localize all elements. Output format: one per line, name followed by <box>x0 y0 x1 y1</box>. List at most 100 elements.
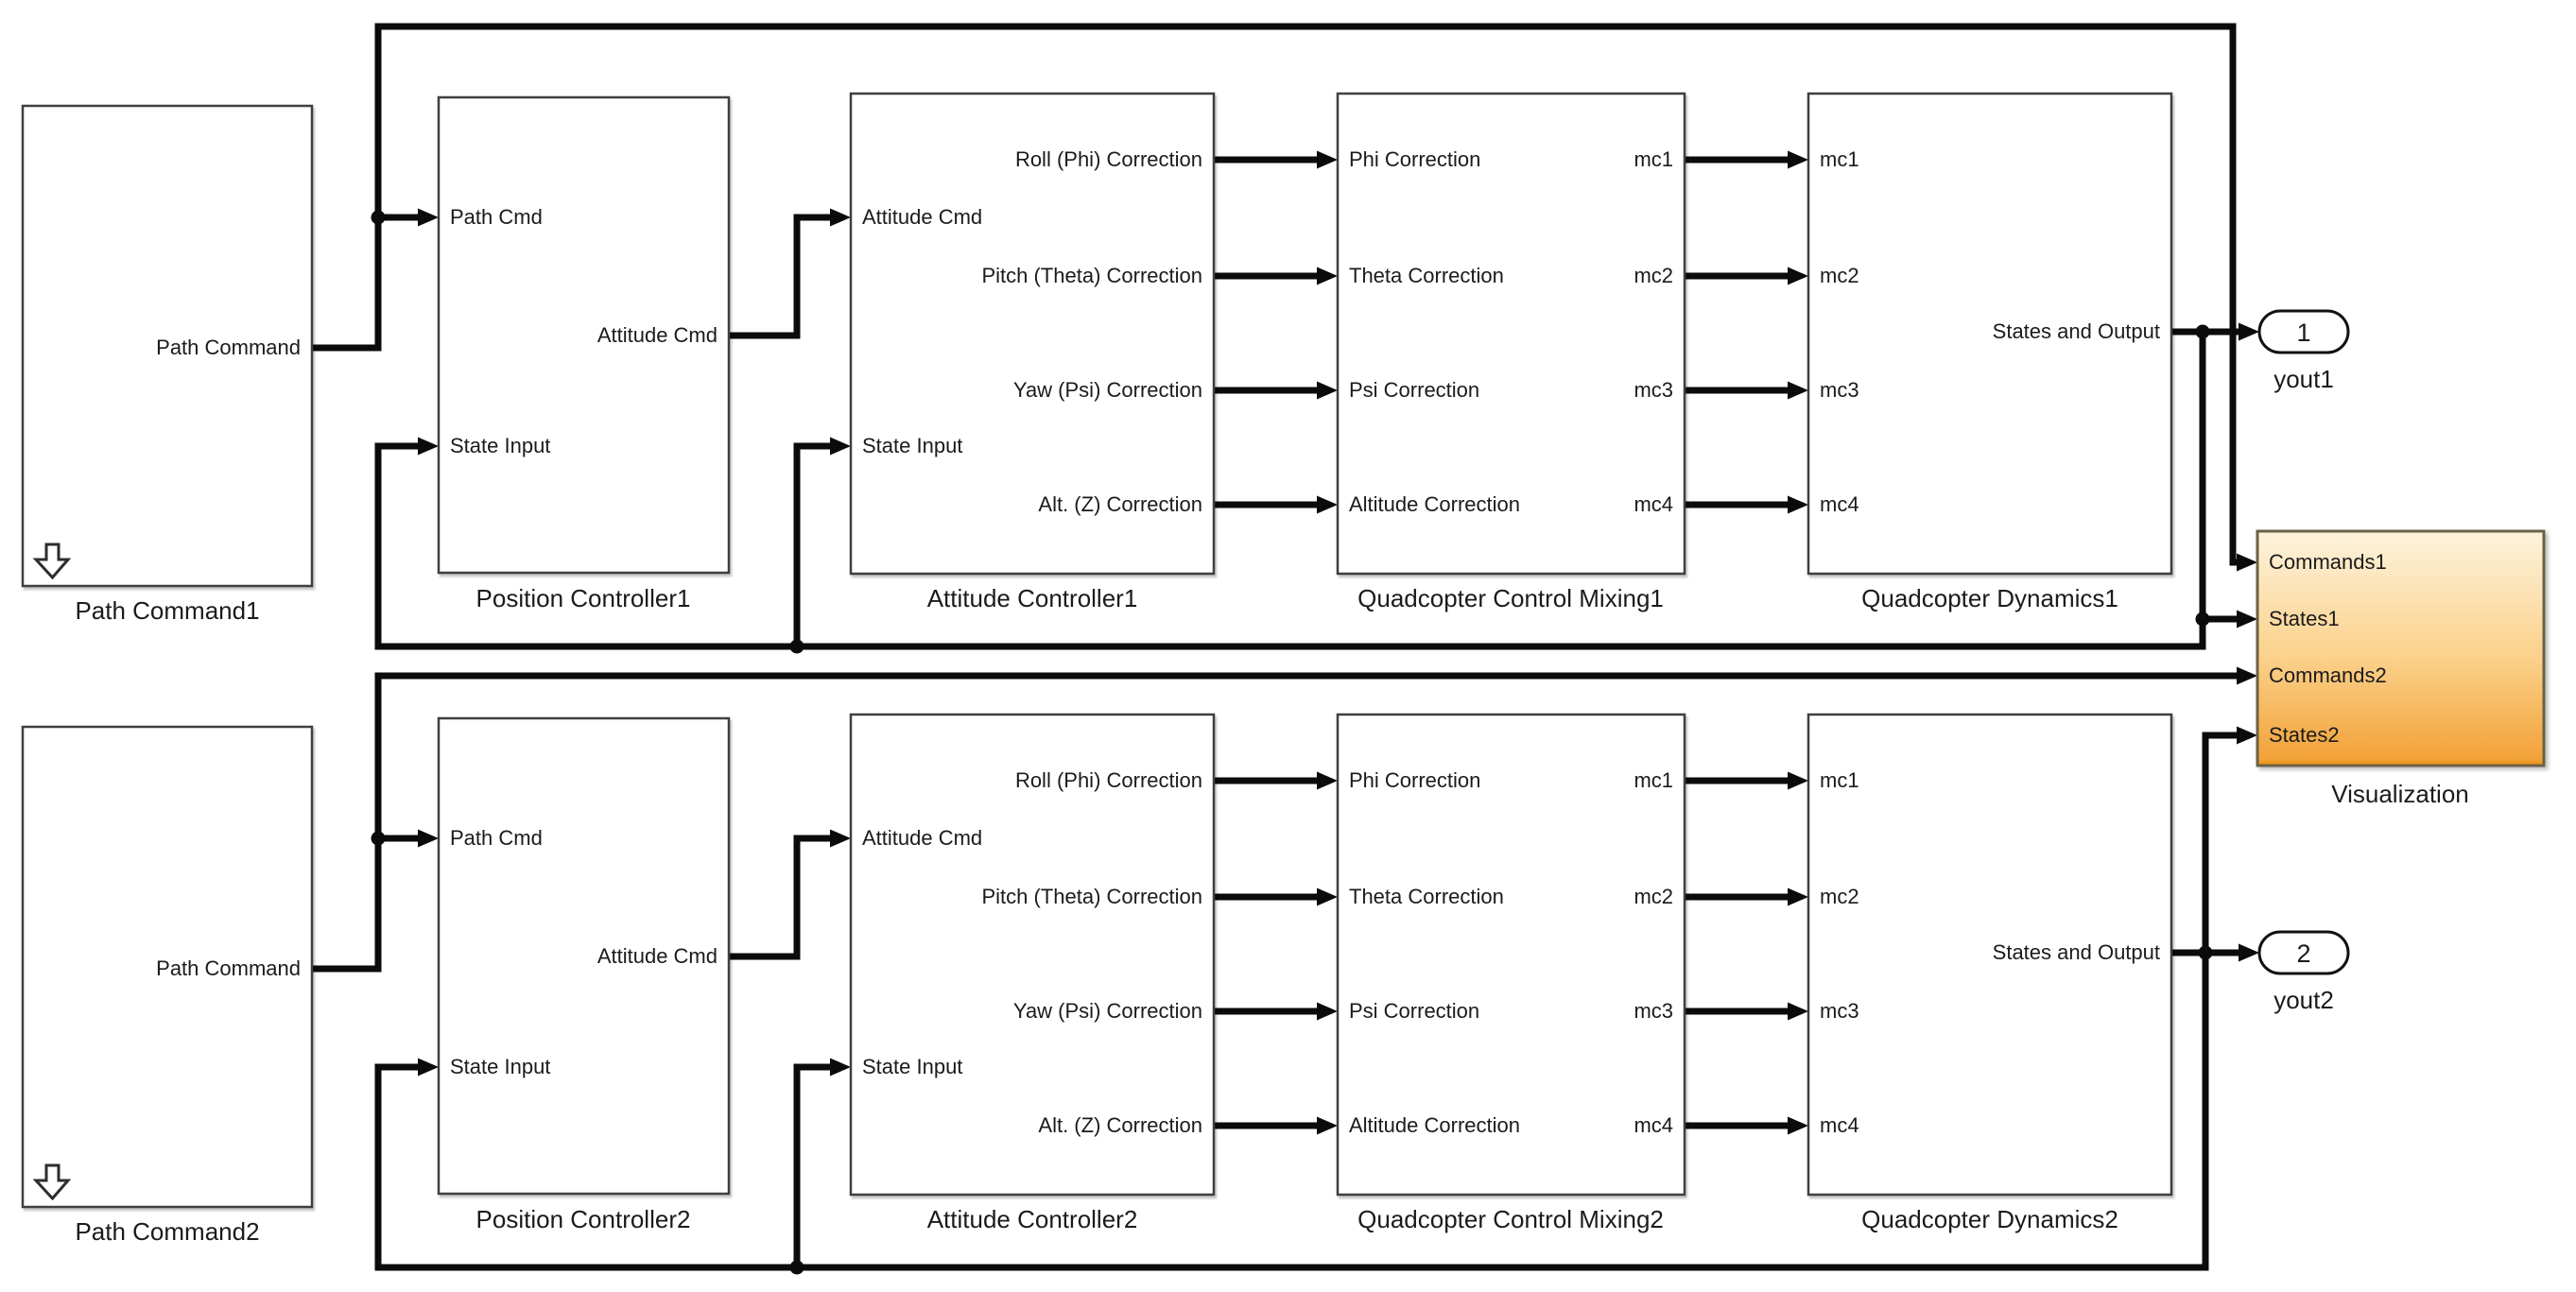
outport-number: 2 <box>2296 939 2310 968</box>
wire-arrowhead-icon <box>1788 887 1808 906</box>
wire-arrowhead-icon <box>1788 495 1808 514</box>
port-label-mc2-in: mc2 <box>1820 885 1859 908</box>
block-dynamics2[interactable] <box>1807 713 2173 1197</box>
port-label-alt-correction: Alt. (Z) Correction <box>1038 492 1202 516</box>
wire-states2-to-viz[interactable] <box>2202 732 2239 953</box>
wire-states2-feedback[interactable] <box>374 953 2209 1271</box>
port-label-alt-correction: Alt. (Z) Correction <box>1038 1113 1202 1137</box>
wire-arrowhead-icon <box>1788 1002 1808 1021</box>
wire-path-command1-net[interactable] <box>312 23 2239 566</box>
wire-states2-to-attitude-controller[interactable] <box>793 1063 832 1267</box>
wire-attitude-cmd1[interactable] <box>729 214 832 339</box>
block-control-mixing2[interactable] <box>1336 713 1686 1197</box>
port-label-psi-correction: Psi Correction <box>1349 999 1479 1023</box>
wire-junction-dot <box>2198 945 2213 960</box>
outport-name-yout2: yout2 <box>2273 986 2334 1014</box>
wire-arrowhead-icon <box>418 208 439 227</box>
wire-arrowhead-icon <box>418 437 439 456</box>
wire-arrowhead-icon <box>2237 666 2257 685</box>
block-control-mixing1[interactable] <box>1336 92 1686 576</box>
wire-states1-to-attitude-controller[interactable] <box>793 442 832 646</box>
wire-arrowhead-icon <box>1788 267 1808 285</box>
block-path-command1[interactable] <box>21 104 314 588</box>
block-name-attitude-controller2: Attitude Controller2 <box>927 1205 1138 1233</box>
wire-junction-dot <box>789 1260 804 1275</box>
block-position-controller2[interactable] <box>437 716 731 1196</box>
port-label-mc1-out: mc1 <box>1634 147 1673 171</box>
port-label-altitude-correction: Altitude Correction <box>1349 492 1520 516</box>
block-name-position-controller1: Position Controller1 <box>476 584 691 612</box>
port-label-mc3-out: mc3 <box>1634 999 1673 1023</box>
block-attitude-controller1[interactable] <box>849 92 1216 576</box>
wire-arrowhead-icon <box>830 208 851 227</box>
wire-states1-feedback[interactable] <box>374 332 2206 650</box>
wire-arrowhead-icon <box>1317 771 1338 790</box>
port-label-states1: States1 <box>2269 607 2340 630</box>
block-name-path-command2: Path Command2 <box>75 1217 259 1246</box>
port-label-mc2-in: mc2 <box>1820 264 1859 287</box>
block-name-visualization: Visualization <box>2331 780 2469 808</box>
outport-name-yout1: yout1 <box>2273 365 2334 393</box>
wire-arrowhead-icon <box>1788 771 1808 790</box>
port-label-mc3-in: mc3 <box>1820 378 1859 402</box>
port-label-state-input: State Input <box>450 434 550 457</box>
wire-arrowhead-icon <box>830 1058 851 1077</box>
block-name-position-controller2: Position Controller2 <box>476 1205 691 1233</box>
port-label-commands2: Commands2 <box>2269 663 2387 687</box>
outport-yout1[interactable] <box>2257 309 2350 354</box>
port-label-path-cmd-in: Path Cmd <box>450 826 543 850</box>
port-label-phi-correction: Phi Correction <box>1349 768 1480 792</box>
port-label-path-cmd-in: Path Cmd <box>450 205 543 229</box>
wire-arrowhead-icon <box>1317 1002 1338 1021</box>
wire-arrowhead-icon <box>2237 610 2257 629</box>
port-label-mc4-out: mc4 <box>1634 1113 1673 1137</box>
block-name-dynamics1: Quadcopter Dynamics1 <box>1861 584 2118 612</box>
port-label-state-input: State Input <box>450 1055 550 1078</box>
block-visualization[interactable] <box>2256 529 2546 767</box>
port-label-state-input: State Input <box>862 1055 962 1078</box>
wire-arrowhead-icon <box>1317 381 1338 400</box>
port-label-path-command-out: Path Command <box>156 336 301 359</box>
port-label-mc3-out: mc3 <box>1634 378 1673 402</box>
block-dynamics1[interactable] <box>1807 92 2173 576</box>
port-label-mc1-out: mc1 <box>1634 768 1673 792</box>
port-label-attitude-cmd-in: Attitude Cmd <box>862 205 982 229</box>
block-name-path-command1: Path Command1 <box>75 596 259 625</box>
wire-arrowhead-icon <box>418 829 439 848</box>
outport-yout2[interactable] <box>2257 930 2350 975</box>
port-label-attitude-cmd-out: Attitude Cmd <box>597 323 717 347</box>
wire-path-command2-net[interactable] <box>312 672 2239 973</box>
port-label-mc2-out: mc2 <box>1634 885 1673 908</box>
wire-junction-dot <box>371 210 386 225</box>
wire-arrowhead-icon <box>1788 381 1808 400</box>
port-label-theta-correction: Theta Correction <box>1349 264 1504 287</box>
port-label-mc3-in: mc3 <box>1820 999 1859 1023</box>
wire-arrowhead-icon <box>2239 943 2259 962</box>
wire-arrowhead-icon <box>1788 150 1808 169</box>
wire-junction-dot <box>371 831 386 846</box>
block-name-attitude-controller1: Attitude Controller1 <box>927 584 1138 612</box>
port-label-states2: States2 <box>2269 723 2340 747</box>
wire-arrowhead-icon <box>1317 495 1338 514</box>
port-label-roll-correction: Roll (Phi) Correction <box>1015 768 1202 792</box>
port-label-yaw-correction: Yaw (Psi) Correction <box>1013 999 1202 1023</box>
wire-junction-dot <box>2195 324 2210 339</box>
wire-arrowhead-icon <box>830 437 851 456</box>
outport-number: 1 <box>2296 319 2310 347</box>
port-label-mc1-in: mc1 <box>1820 768 1859 792</box>
wire-arrowhead-icon <box>1317 1116 1338 1135</box>
block-name-control-mixing1: Quadcopter Control Mixing1 <box>1357 584 1664 612</box>
port-label-mc4-out: mc4 <box>1634 492 1673 516</box>
port-label-state-input: State Input <box>862 434 962 457</box>
port-label-mc2-out: mc2 <box>1634 264 1673 287</box>
block-position-controller1[interactable] <box>437 95 731 575</box>
block-name-control-mixing2: Quadcopter Control Mixing2 <box>1357 1205 1664 1233</box>
block-attitude-controller2[interactable] <box>849 713 1216 1197</box>
block-path-command2[interactable] <box>21 725 314 1209</box>
wire-arrowhead-icon <box>2237 553 2257 572</box>
wire-attitude-cmd2[interactable] <box>729 835 832 960</box>
port-label-roll-correction: Roll (Phi) Correction <box>1015 147 1202 171</box>
visualization-group: Commands1 States1 Commands2 States2 Visu… <box>2256 529 2546 808</box>
port-label-attitude-cmd-in: Attitude Cmd <box>862 826 982 850</box>
wire-junction-dot <box>2195 612 2210 627</box>
